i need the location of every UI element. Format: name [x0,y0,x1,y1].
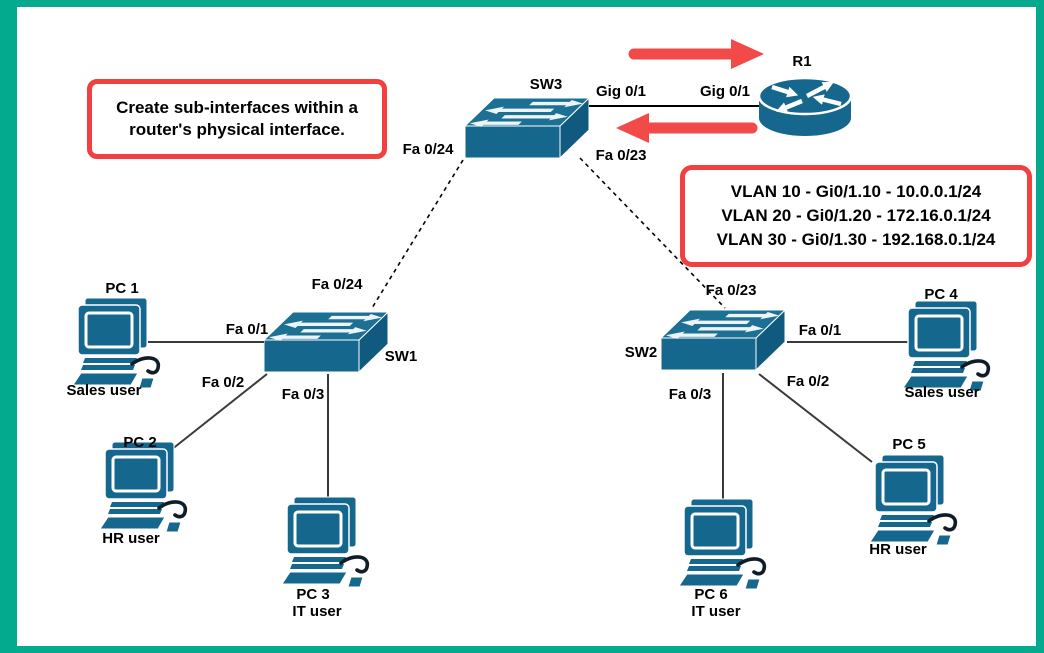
link-sw1-pc2 [170,373,268,451]
pc6-label: PC 6 [694,586,728,603]
label-sw3-fa024: Fa 0/24 [402,141,454,158]
pc4-icon [902,300,991,393]
pc1-icon [72,297,161,390]
pc3-icon [281,496,370,589]
vlan-line: VLAN 10 - Gi0/1.10 - 10.0.0.1/24 [730,182,982,201]
switch-sw2-label: SW2 [624,344,658,361]
pc5-icon [869,454,958,547]
pc6-user-label: IT user [691,603,741,620]
pc2-user-label: HR user [102,530,160,547]
pc2-icon [99,441,188,534]
label-sw2-fa023: Fa 0/23 [705,282,757,299]
vlan-line: VLAN 20 - Gi0/1.20 - 172.16.0.1/24 [721,206,991,225]
pc5-label: PC 5 [892,436,926,453]
pc4-label: PC 4 [924,286,958,303]
note-line: router's physical interface. [129,120,345,139]
link-sw2-pc5 [758,373,873,463]
trunk-sw3-sw1 [371,159,464,309]
label-sw2-fa02: Fa 0/2 [786,373,830,390]
pc3-label: PC 3 [296,586,330,603]
label-r1-gig01: Gig 0/1 [699,83,751,100]
label-sw1-fa03: Fa 0/3 [281,386,325,403]
pc2-label: PC 2 [123,434,157,451]
label-sw1-fa01: Fa 0/1 [225,321,269,338]
router-r1-icon [757,76,853,140]
label-sw1-fa02: Fa 0/2 [201,374,245,391]
note-box: Create sub-interfaces within a router's … [87,79,387,159]
diagram-canvas: Create sub-interfaces within a router's … [17,7,1036,646]
label-sw3-fa023: Fa 0/23 [595,147,647,164]
note-line: Create sub-interfaces within a [116,98,358,117]
vlan-line: VLAN 30 - Gi0/1.30 - 192.168.0.1/24 [716,230,996,249]
switch-sw3-icon [465,97,589,158]
pc6-icon [678,498,767,591]
router-r1-label: R1 [792,53,812,70]
pc3-user-label: IT user [292,603,342,620]
trunk-sw3-sw2 [579,157,726,309]
label-sw1-fa024: Fa 0/24 [311,276,363,293]
switch-sw3-label: SW3 [529,76,563,93]
pc4-user-label: Sales user [904,384,980,401]
switch-sw1-label: SW1 [384,348,418,365]
label-sw3-gig01: Gig 0/1 [595,83,647,100]
pc1-label: PC 1 [105,280,139,297]
vlan-info-box: VLAN 10 - Gi0/1.10 - 10.0.0.1/24 VLAN 20… [680,165,1032,267]
label-sw2-fa01: Fa 0/1 [798,322,842,339]
pc1-user-label: Sales user [66,382,142,399]
traffic-arrow-right-icon [628,39,764,69]
pc5-user-label: HR user [869,541,927,558]
label-sw2-fa03: Fa 0/3 [668,386,712,403]
traffic-arrow-left-icon [616,113,758,143]
